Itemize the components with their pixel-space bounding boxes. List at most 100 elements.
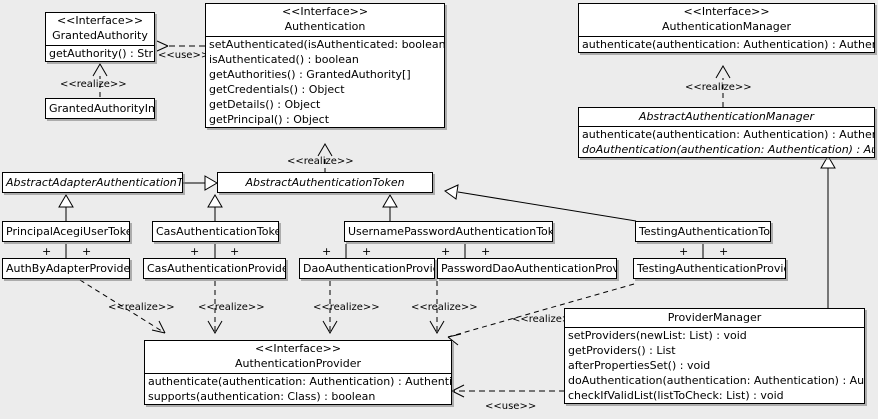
edge-generalize-cas-authentication-token xyxy=(207,194,223,221)
method-compartment: setProviders(newList: List) : void getPr… xyxy=(565,328,864,403)
association-multiplicity-marker: + xyxy=(82,245,92,258)
method-item: getAuthority() : String xyxy=(49,47,154,60)
method-item: afterPropertiesSet() : void xyxy=(568,359,711,372)
class-name: UsernamePasswordAuthenticationToken xyxy=(348,225,553,238)
method-item: authenticate(authentication: Authenticat… xyxy=(582,38,874,51)
edge-label-use-authentication-granted-authority: <<use>> xyxy=(158,50,210,61)
method-compartment: getAuthority() : String xyxy=(46,46,154,61)
class-abstract-authentication-token[interactable]: AbstractAuthenticationToken xyxy=(217,172,433,193)
edge-generalize-username-password-token xyxy=(382,194,398,221)
edge-label-realize-cas-provider: <<realize>> xyxy=(198,302,265,313)
method-item: getDetails() : Object xyxy=(209,98,321,111)
method-item: getCredentials() : Object xyxy=(209,83,345,96)
class-header: <<Interface>> Authentication xyxy=(206,4,444,36)
class-testing-authentication-token[interactable]: TestingAuthenticationToken xyxy=(635,221,771,242)
edge-realize-password-dao-authentication-provider xyxy=(429,281,445,334)
association-multiplicity-marker: + xyxy=(190,245,200,258)
edge-realize-cas-authentication-provider xyxy=(207,281,223,334)
class-granted-authority[interactable]: <<Interface>> GrantedAuthority getAuthor… xyxy=(45,12,155,62)
compartment-divider xyxy=(145,373,451,374)
method-item: supports(authentication: Class) : boolea… xyxy=(148,390,376,403)
association-multiplicity-marker: + xyxy=(362,245,372,258)
class-provider-manager[interactable]: ProviderManager setProviders(newList: Li… xyxy=(564,308,865,404)
class-name: ProviderManager xyxy=(667,311,762,324)
class-auth-by-adapter-provider[interactable]: AuthByAdapterProvider xyxy=(2,258,130,279)
class-name: TestingAuthenticationProvider xyxy=(637,262,786,275)
association-multiplicity-marker: + xyxy=(481,245,491,258)
class-name: Authentication xyxy=(284,20,366,33)
method-item: getAuthorities() : GrantedAuthority[] xyxy=(209,68,411,81)
class-cas-authentication-provider[interactable]: CasAuthenticationProvider xyxy=(143,258,286,279)
class-header: AbstractAuthenticationManager xyxy=(579,108,874,126)
class-name: AuthByAdapterProvider xyxy=(6,262,130,275)
class-name: AuthenticationProvider xyxy=(234,357,362,370)
association-multiplicity-marker: + xyxy=(719,245,729,258)
edge-realize-abstract-authentication-manager xyxy=(715,65,731,107)
edge-label-realize-abstract-token-authentication: <<realize>> xyxy=(287,156,354,167)
edge-label-realize-dao-provider: <<realize>> xyxy=(313,302,380,313)
edge-realize-dao-authentication-provider xyxy=(322,281,338,334)
method-compartment: authenticate(authentication: Authenticat… xyxy=(145,374,451,404)
class-name: DaoAuthenticationProvider xyxy=(303,262,434,275)
method-item: authenticate(authentication: Authenticat… xyxy=(582,128,874,141)
class-abstract-adapter-authentication-token[interactable]: AbstractAdapterAuthenticationToken xyxy=(2,172,183,193)
association-multiplicity-marker: + xyxy=(230,245,240,258)
stereotype-label: <<Interface>> xyxy=(281,5,369,18)
class-granted-authority-impl[interactable]: GrantedAuthorityImpl xyxy=(45,98,155,119)
association-multiplicity-marker: + xyxy=(322,245,332,258)
class-authentication[interactable]: <<Interface>> Authentication setAuthenti… xyxy=(205,3,445,128)
method-compartment: authenticate(authentication: Authenticat… xyxy=(579,37,874,52)
class-dao-authentication-provider[interactable]: DaoAuthenticationProvider xyxy=(299,258,435,279)
method-item: doAuthentication(authentication: Authent… xyxy=(582,143,874,156)
edge-label-use-provider-manager: <<use>> xyxy=(485,401,537,412)
class-header: <<Interface>> AuthenticationManager xyxy=(579,4,874,36)
method-item: getPrincipal() : Object xyxy=(209,113,330,126)
edge-label-realize-password-dao-provider: <<realize>> xyxy=(411,302,478,313)
edge-generalize-principal-acegi-user-token xyxy=(58,194,74,221)
class-principal-acegi-user-token[interactable]: PrincipalAcegiUserToken xyxy=(2,221,130,242)
compartment-divider xyxy=(579,126,874,127)
stereotype-label: <<Interface>> xyxy=(683,5,770,18)
method-item: checkIfValidList(listToCheck: List) : vo… xyxy=(568,389,784,402)
edge-use-authentication-to-granted-authority xyxy=(156,40,205,52)
class-authentication-provider[interactable]: <<Interface>> AuthenticationProvider aut… xyxy=(144,340,452,405)
edge-label-realize-granted-authority-impl: <<realize>> xyxy=(60,79,127,90)
class-name: TestingAuthenticationToken xyxy=(639,225,771,238)
edge-generalize-testing-authentication-token xyxy=(444,184,637,222)
class-username-password-authentication-token[interactable]: UsernamePasswordAuthenticationToken xyxy=(344,221,553,242)
class-abstract-authentication-manager[interactable]: AbstractAuthenticationManager authentica… xyxy=(578,107,875,158)
method-compartment: authenticate(authentication: Authenticat… xyxy=(579,127,874,157)
edge-use-provider-manager-to-authentication-provider xyxy=(451,384,615,398)
compartment-divider xyxy=(206,36,444,37)
method-item: getProviders() : List xyxy=(568,344,676,357)
method-item: isAuthenticated() : boolean xyxy=(209,53,359,66)
edge-generalize-adapter-token xyxy=(183,175,218,191)
class-name: GrantedAuthority xyxy=(52,29,148,42)
method-item: doAuthentication(authentication: Authent… xyxy=(568,374,865,387)
class-password-dao-authentication-provider[interactable]: PasswordDaoAuthenticationProvider xyxy=(437,258,617,279)
class-testing-authentication-provider[interactable]: TestingAuthenticationProvider xyxy=(633,258,786,279)
class-authentication-manager[interactable]: <<Interface>> AuthenticationManager auth… xyxy=(578,3,875,53)
class-header: <<Interface>> GrantedAuthority xyxy=(46,13,154,45)
method-compartment: setAuthenticated(isAuthenticated: boolea… xyxy=(206,37,444,127)
association-multiplicity-marker: + xyxy=(679,245,689,258)
edge-generalize-provider-manager-to-abstract-manager xyxy=(820,155,836,308)
method-item: setProviders(newList: List) : void xyxy=(568,329,747,342)
edge-label-realize-abstract-manager: <<realize>> xyxy=(685,82,752,93)
edge-realize-abstract-authentication-token xyxy=(317,143,333,173)
class-name: AbstractAuthenticationManager xyxy=(638,110,815,123)
class-name: GrantedAuthorityImpl xyxy=(49,102,154,115)
stereotype-label: <<Interface>> xyxy=(254,342,342,355)
edge-realize-granted-authority-impl xyxy=(92,63,108,97)
compartment-divider xyxy=(565,327,864,328)
method-item: authenticate(authentication: Authenticat… xyxy=(148,375,452,388)
edge-label-realize-testing-provider: <<realize>> xyxy=(512,314,579,325)
edge-label-realize-auth-by-adapter: <<realize>> xyxy=(108,302,175,313)
class-cas-authentication-token[interactable]: CasAuthenticationToken xyxy=(152,221,279,242)
compartment-divider xyxy=(46,45,154,46)
class-header: <<Interface>> AuthenticationProvider xyxy=(145,341,451,373)
class-name: AuthenticationManager xyxy=(662,20,791,33)
edge-realize-testing-authentication-provider xyxy=(447,283,635,346)
